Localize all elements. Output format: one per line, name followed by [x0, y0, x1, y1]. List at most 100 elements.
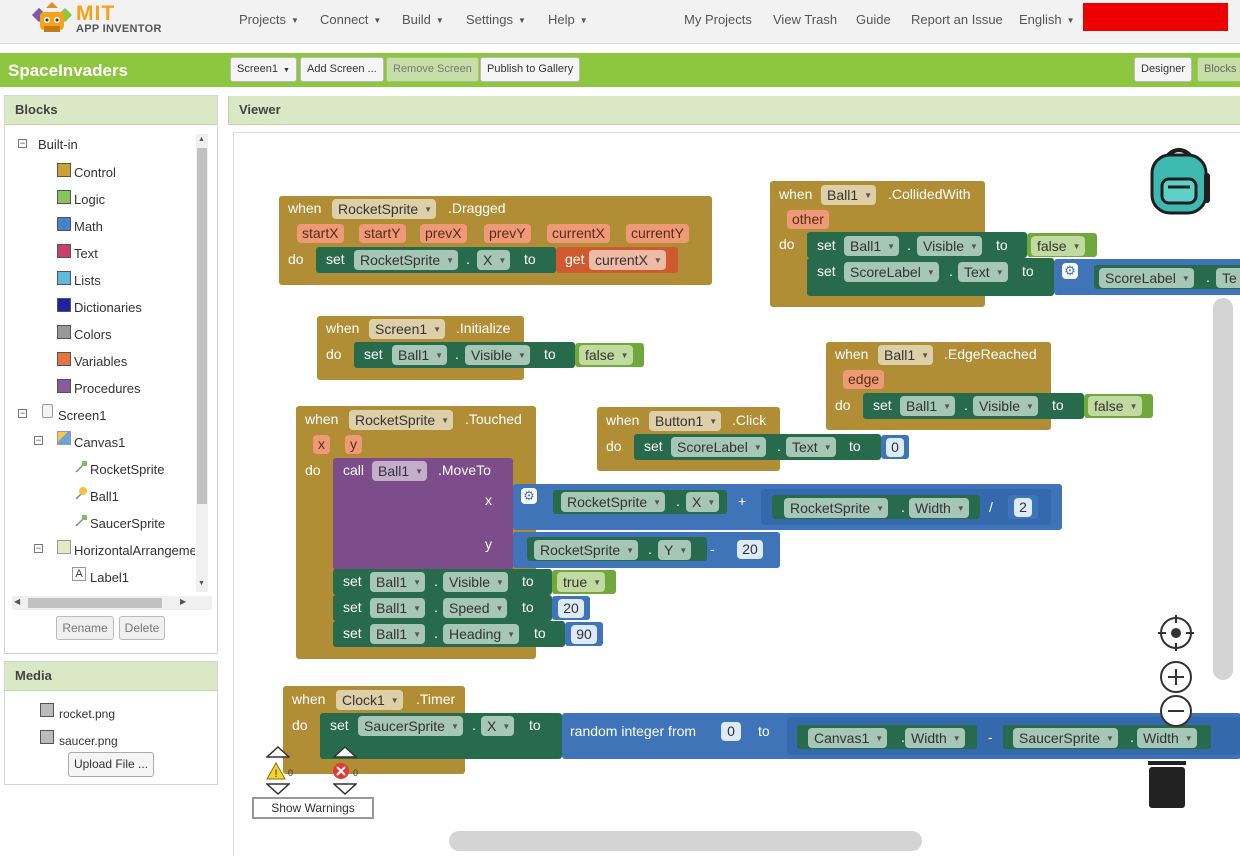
media-file-rocket[interactable]: rocket.png — [59, 707, 116, 721]
component-dropdown[interactable]: SaucerSprite▼ — [358, 716, 463, 736]
component-dropdown[interactable]: RocketSprite▼ — [784, 498, 889, 518]
account-redacted-box[interactable] — [1083, 3, 1228, 31]
param-y[interactable]: y — [345, 435, 362, 454]
property-dropdown[interactable]: Width▼ — [909, 498, 969, 518]
component-dropdown[interactable]: Ball1▼ — [370, 624, 426, 644]
param-starty[interactable]: startY — [359, 224, 406, 243]
collapse-icon[interactable]: − — [18, 408, 27, 418]
component-dropdown[interactable]: Ball1▼ — [821, 185, 877, 205]
component-dropdown[interactable]: Clock1▼ — [336, 690, 403, 710]
component-dropdown[interactable]: RocketSprite▼ — [561, 492, 666, 512]
mutator-gear-icon[interactable]: ⚙ — [521, 488, 537, 504]
media-file-saucer[interactable]: saucer.png — [59, 734, 118, 748]
component-dropdown[interactable]: ScoreLabel▼ — [844, 262, 939, 282]
component-dropdown[interactable]: Ball1▼ — [392, 345, 448, 365]
component-dropdown[interactable]: RocketSprite▼ — [332, 199, 437, 219]
mutator-gear-icon[interactable]: ⚙ — [1062, 263, 1078, 279]
component-dropdown[interactable]: ScoreLabel▼ — [671, 437, 766, 457]
remove-screen-button[interactable]: Remove Screen — [386, 57, 479, 82]
tree-screen1[interactable]: Screen1 — [58, 408, 107, 423]
category-dictionaries[interactable]: Dictionaries — [74, 300, 142, 315]
property-dropdown[interactable]: Speed▼ — [443, 598, 508, 618]
nav-language[interactable]: English▼ — [1019, 12, 1075, 27]
nav-guide[interactable]: Guide — [856, 12, 891, 27]
param-prevx[interactable]: prevX — [420, 224, 467, 243]
upload-file-button[interactable]: Upload File ... — [68, 752, 154, 777]
nav-settings[interactable]: Settings▼ — [466, 12, 526, 27]
collapse-icon[interactable]: − — [34, 435, 43, 445]
publish-gallery-button[interactable]: Publish to Gallery — [480, 57, 581, 82]
property-dropdown[interactable]: Visible▼ — [917, 236, 982, 256]
nav-build[interactable]: Build▼ — [402, 12, 444, 27]
component-dropdown[interactable]: ScoreLabel▼ — [1099, 268, 1194, 288]
param-other[interactable]: other — [787, 210, 829, 229]
collapse-icon[interactable]: − — [18, 138, 27, 148]
category-colors[interactable]: Colors — [74, 327, 112, 342]
property-dropdown[interactable]: Text▼ — [786, 437, 836, 457]
blocks-tree-hscrollbar[interactable]: ◀ ▶ — [12, 596, 212, 610]
blocks-workspace[interactable]: when RocketSprite▼ .Dragged startX start… — [233, 132, 1240, 856]
category-text[interactable]: Text — [74, 246, 98, 261]
property-dropdown[interactable]: Y▼ — [658, 540, 692, 560]
nav-report-issue[interactable]: Report an Issue — [911, 12, 1003, 27]
component-dropdown[interactable]: RocketSprite▼ — [534, 540, 639, 560]
component-dropdown[interactable]: Screen1▼ — [369, 319, 446, 339]
property-dropdown[interactable]: Te — [1216, 268, 1240, 288]
trash-can-icon[interactable] — [1149, 767, 1185, 808]
param-startx[interactable]: startX — [297, 224, 344, 243]
tree-rocketsprite[interactable]: RocketSprite — [90, 462, 165, 477]
tree-label1[interactable]: Label1 — [90, 570, 130, 585]
component-dropdown[interactable]: Ball1▼ — [370, 598, 426, 618]
param-edge[interactable]: edge — [843, 370, 885, 389]
nav-help[interactable]: Help▼ — [548, 12, 588, 27]
logic-dropdown[interactable]: false▼ — [1088, 396, 1142, 416]
number-input[interactable]: 20 — [737, 540, 763, 559]
number-input[interactable]: 20 — [558, 599, 584, 618]
component-dropdown[interactable]: RocketSprite▼ — [349, 410, 454, 430]
recenter-icon[interactable] — [1158, 615, 1194, 651]
property-dropdown[interactable]: Width▼ — [905, 728, 965, 748]
component-dropdown[interactable]: Ball1▼ — [878, 345, 934, 365]
component-dropdown[interactable]: Ball1▼ — [372, 461, 428, 481]
rename-button[interactable]: Rename — [56, 616, 114, 640]
tree-ball1[interactable]: Ball1 — [90, 489, 119, 504]
property-dropdown[interactable]: Visible▼ — [443, 572, 508, 592]
category-lists[interactable]: Lists — [74, 273, 101, 288]
tree-builtin[interactable]: Built-in — [38, 137, 78, 152]
property-dropdown[interactable]: X▼ — [477, 250, 511, 270]
logic-dropdown[interactable]: false▼ — [579, 345, 633, 365]
workspace-hscrollbar[interactable] — [449, 831, 922, 851]
param-prevy[interactable]: prevY — [484, 224, 531, 243]
number-input[interactable]: 0 — [886, 438, 904, 457]
component-dropdown[interactable]: Ball1▼ — [370, 572, 426, 592]
category-variables[interactable]: Variables — [74, 354, 128, 369]
backpack-icon[interactable] — [1144, 145, 1214, 217]
nav-view-trash[interactable]: View Trash — [773, 12, 838, 27]
property-dropdown[interactable]: Visible▼ — [465, 345, 530, 365]
zoom-in-icon[interactable] — [1160, 661, 1192, 693]
tree-saucersprite[interactable]: SaucerSprite — [90, 516, 166, 531]
property-dropdown[interactable]: X▼ — [481, 716, 515, 736]
param-x[interactable]: x — [313, 435, 330, 454]
zoom-out-icon[interactable] — [1160, 695, 1192, 727]
logic-dropdown[interactable]: false▼ — [1031, 236, 1085, 256]
component-dropdown[interactable]: SaucerSprite▼ — [1013, 728, 1118, 748]
component-dropdown[interactable]: RocketSprite▼ — [354, 250, 459, 270]
component-dropdown[interactable]: Canvas1▼ — [808, 728, 888, 748]
category-logic[interactable]: Logic — [74, 192, 106, 207]
nav-my-projects[interactable]: My Projects — [684, 12, 752, 27]
category-math[interactable]: Math — [74, 219, 103, 234]
param-currenty[interactable]: currentY — [626, 224, 689, 243]
workspace-vscrollbar[interactable] — [1213, 298, 1233, 680]
error-prev-arrow-icon[interactable] — [333, 746, 357, 758]
component-dropdown[interactable]: Ball1▼ — [900, 396, 956, 416]
tree-canvas1[interactable]: Canvas1 — [74, 435, 126, 450]
logic-dropdown[interactable]: true▼ — [557, 572, 606, 592]
number-input[interactable]: 0 — [721, 722, 741, 741]
nav-projects[interactable]: Projects▼ — [239, 12, 299, 27]
warning-prev-arrow-icon[interactable] — [266, 746, 290, 758]
warning-next-arrow-icon[interactable] — [266, 783, 290, 795]
component-dropdown[interactable]: Button1▼ — [649, 411, 722, 431]
number-input[interactable]: 2 — [1014, 498, 1032, 517]
designer-button[interactable]: Designer — [1134, 57, 1193, 82]
